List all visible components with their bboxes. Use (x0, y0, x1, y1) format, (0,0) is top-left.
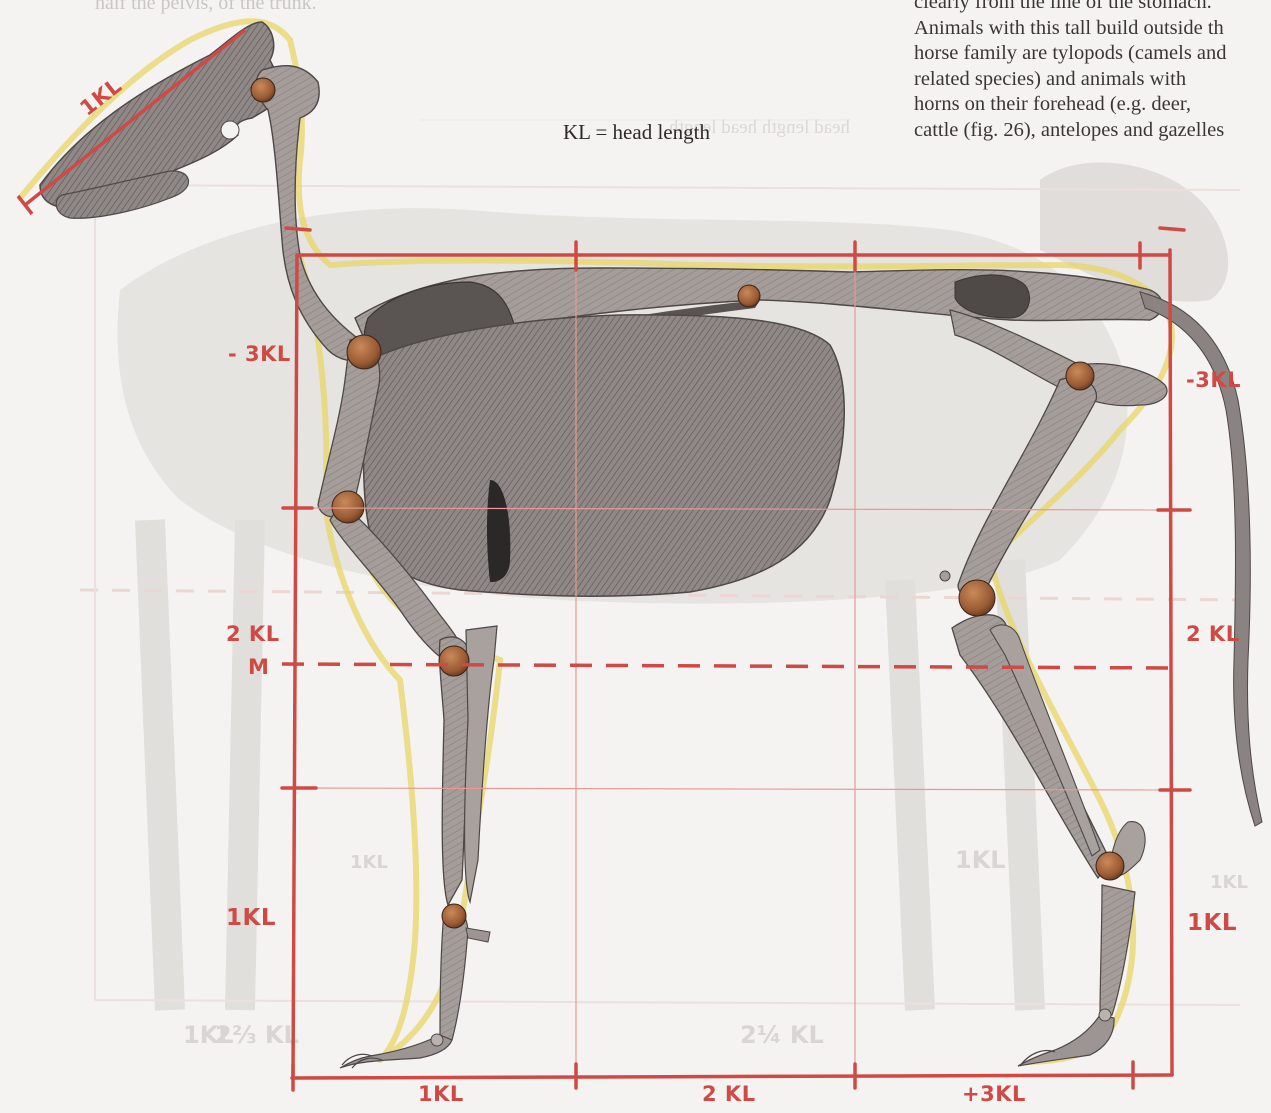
joint-shoulder (347, 335, 381, 369)
svg-text:1KL: 1KL (955, 846, 1006, 874)
joint-knee (959, 580, 995, 616)
joint-hip (1066, 362, 1094, 390)
text-line: clearly from the line of the stomach. (914, 0, 1271, 16)
label-left-3kl: - 3KL (228, 342, 291, 366)
text-line: horns on their forehead (e.g. deer, (914, 92, 1271, 118)
label-right-3kl: -3KL (1186, 368, 1241, 392)
svg-text:2⅔ KL: 2⅔ KL (215, 1021, 299, 1049)
label-left-2kl: 2 KL (226, 622, 280, 646)
midline-m (282, 664, 1180, 668)
joint-skull (251, 78, 275, 102)
joint-hock (1096, 852, 1124, 880)
joint-elbow (332, 491, 364, 523)
joint-wrist (439, 646, 469, 676)
label-right-1kl: 1KL (1187, 910, 1237, 936)
ghost-bottom-labels: 1KL 2⅔ KL 2¼ KL 1KL 1KL 1KL (183, 846, 1248, 1049)
ghost-top-text: half the pelvis, of the trunk. (95, 0, 317, 15)
label-bottom-2kl: 2 KL (702, 1082, 756, 1106)
ribcage (364, 315, 845, 596)
text-line: Animals with this tall build outside th (914, 16, 1271, 42)
joint-spine (738, 285, 760, 307)
skull (40, 22, 283, 218)
label-right-2kl: 2 KL (1186, 622, 1240, 646)
joint-foretoe (431, 1034, 443, 1046)
text-block: clearly from the line of the stomach. An… (914, 0, 1271, 143)
joint-hindtoe (1099, 1009, 1111, 1021)
label-left-1kl: 1KL (226, 905, 276, 931)
caption: KL = head length (563, 120, 710, 145)
text-line: cattle (fig. 26), antelopes and gazelles (914, 118, 1271, 144)
text-line: horse family are tylopods (camels and (914, 41, 1271, 67)
text-line: related species) and animals with (914, 67, 1271, 93)
label-m: M (248, 655, 269, 679)
svg-text:2¼ KL: 2¼ KL (740, 1021, 824, 1049)
svg-text:1KL: 1KL (1210, 872, 1248, 893)
joint-kneecap (940, 571, 950, 581)
svg-text:1KL: 1KL (350, 852, 388, 873)
label-bottom-3kl: +3KL (962, 1082, 1026, 1106)
label-bottom-1kl: 1KL (418, 1082, 464, 1106)
joint-forefoot (442, 904, 466, 928)
